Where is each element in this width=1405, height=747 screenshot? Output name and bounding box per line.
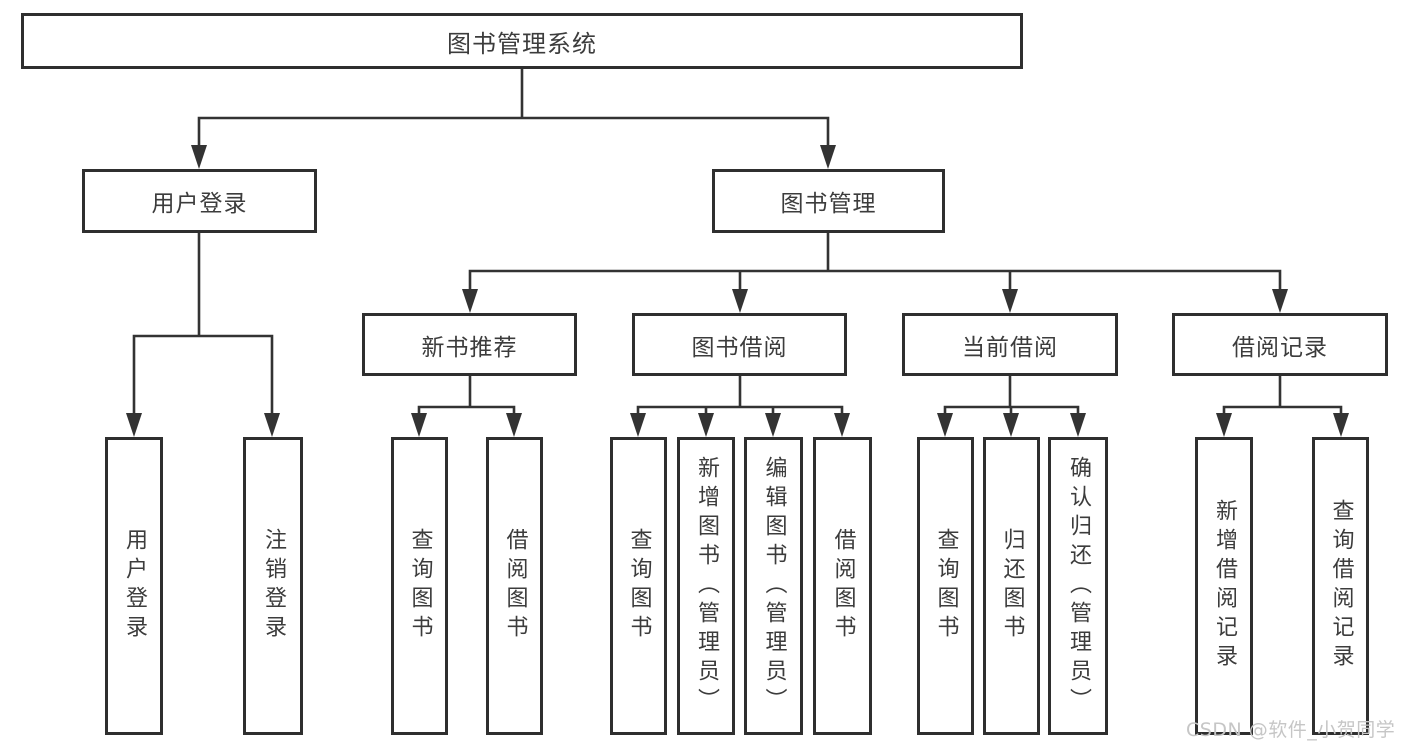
node-user-login: 用户登录 (82, 169, 317, 233)
arrowheads (126, 145, 1349, 437)
node-borrow-records: 借阅记录 (1172, 313, 1388, 376)
node-book-borrow: 图书借阅 (632, 313, 847, 376)
leaf-query-book-recommend: 查询图书 (391, 437, 448, 735)
leaf-borrow-book-recommend: 借阅图书 (486, 437, 543, 735)
node-root-label: 图书管理系统 (447, 29, 597, 58)
node-book-borrow-label: 图书借阅 (691, 334, 788, 361)
leaf-query-borrow-record: 查询借阅记录 (1312, 437, 1369, 735)
node-root-system: 图书管理系统 (21, 13, 1023, 69)
node-book-management-label: 图书管理 (780, 191, 877, 217)
node-new-book-recommend: 新书推荐 (362, 313, 577, 376)
leaf-add-borrow-record: 新增借阅记录 (1195, 437, 1253, 735)
node-user-login-label: 用户登录 (151, 191, 248, 217)
leaf-edit-book-admin: 编辑图书（管理员） (744, 437, 803, 735)
csdn-watermark: CSDN @软件_小贺同学 (1186, 719, 1396, 741)
node-current-borrow: 当前借阅 (902, 313, 1118, 376)
node-new-book-recommend-label: 新书推荐 (421, 334, 518, 361)
leaf-user-login: 用户登录 (105, 437, 163, 735)
leaf-add-book-admin: 新增图书（管理员） (677, 437, 735, 735)
leaf-borrow-book: 借阅图书 (813, 437, 872, 735)
leaf-query-book-current: 查询图书 (917, 437, 974, 735)
node-current-borrow-label: 当前借阅 (962, 334, 1058, 361)
leaf-confirm-return-admin: 确认归还（管理员） (1048, 437, 1108, 735)
leaf-return-book: 归还图书 (983, 437, 1040, 735)
node-book-management: 图书管理 (712, 169, 945, 233)
leaf-query-book-borrow: 查询图书 (610, 437, 667, 735)
leaf-logout: 注销登录 (243, 437, 303, 735)
node-borrow-records-label: 借阅记录 (1232, 334, 1328, 361)
